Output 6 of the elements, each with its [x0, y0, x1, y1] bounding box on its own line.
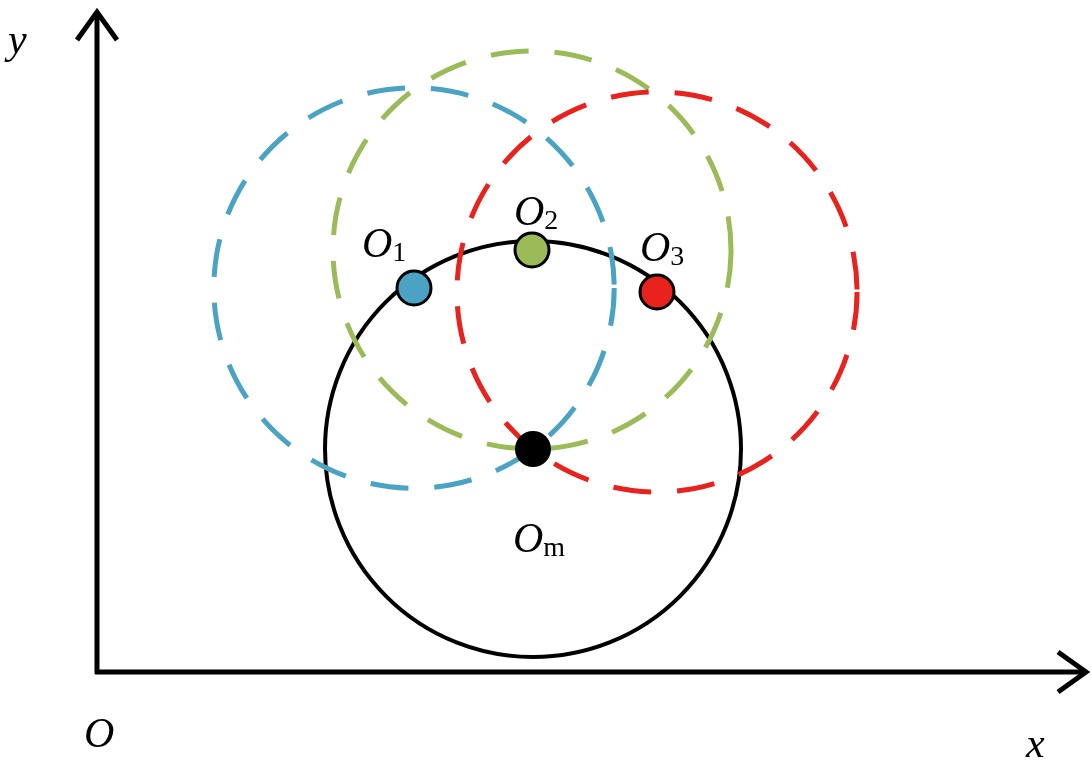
point-label: O$_{1}$	[362, 222, 407, 266]
point-label: O$_{2}$	[514, 190, 559, 234]
point-label: O$_{m}$	[513, 517, 566, 561]
axis-label: x	[1026, 722, 1045, 764]
origin-label: O	[84, 712, 115, 754]
point-label: O$_{3}$	[640, 226, 685, 270]
